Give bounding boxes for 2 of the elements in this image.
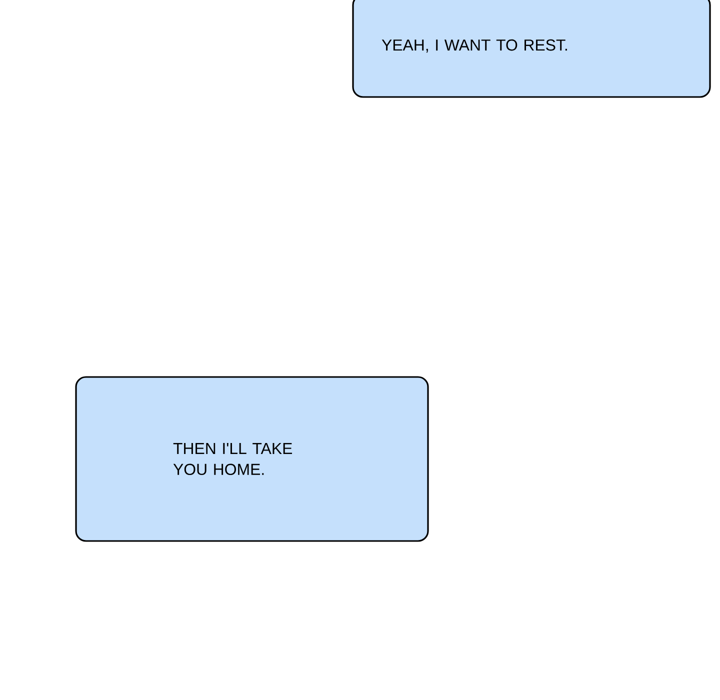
speech-box: YEAH, I WANT TO REST. bbox=[352, 0, 711, 98]
speech-box: THEN I'LL TAKE YOU HOME. bbox=[75, 376, 429, 542]
